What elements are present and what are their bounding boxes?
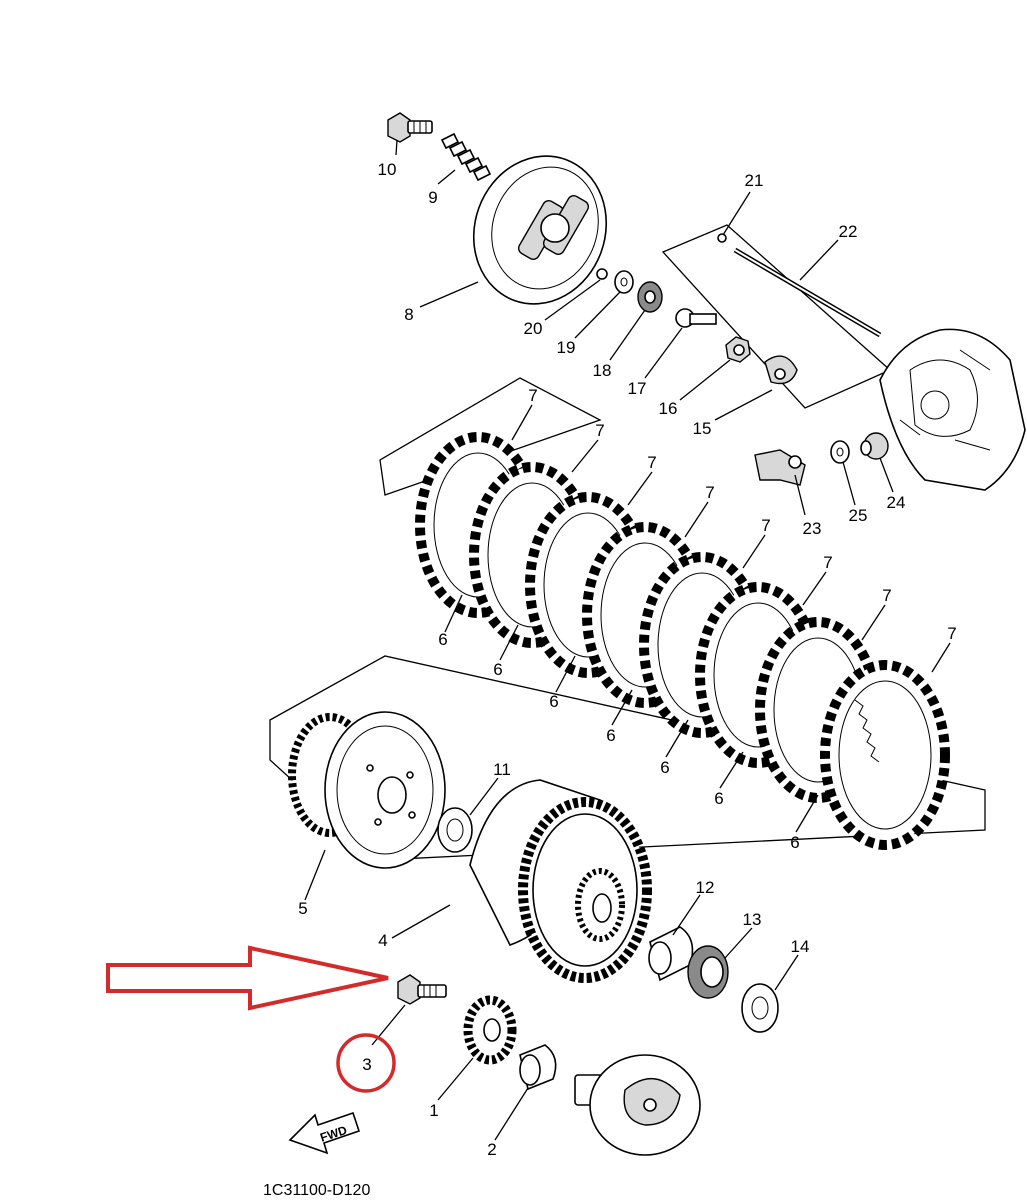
callout-6: 6 (660, 758, 669, 777)
thrust-washer-part-11 (437, 807, 473, 853)
callout-6: 6 (493, 660, 502, 679)
pressure-plate-part-8 (472, 155, 608, 305)
oil-pump-drive-assembly (574, 1054, 701, 1156)
callout-21: 21 (745, 171, 764, 190)
callout-8: 8 (404, 305, 413, 324)
callout-3: 3 (362, 1055, 371, 1074)
callout-2: 2 (487, 1140, 496, 1159)
bushing-part-24 (860, 432, 889, 460)
bearing-part-18 (637, 281, 663, 313)
callout-23: 23 (803, 519, 822, 538)
washer-part-14 (741, 983, 779, 1033)
friction-plate-7 (820, 660, 950, 850)
callout-7: 7 (882, 586, 891, 605)
callout-5: 5 (298, 899, 307, 918)
callout-25: 25 (849, 506, 868, 525)
drive-gear-part-1 (463, 995, 517, 1065)
red-highlight-circle (336, 1033, 396, 1093)
callout-1: 1 (429, 1101, 438, 1120)
callout-15: 15 (693, 419, 712, 438)
bolt-part-3 (397, 974, 447, 1005)
callout-14: 14 (791, 937, 810, 956)
leader-lines (304, 139, 951, 1141)
callout-labels: 10 9 8 20 19 18 17 16 15 21 22 23 25 24 … (298, 160, 956, 1159)
lever-part-15 (764, 355, 798, 385)
needle-bearing-part-13 (687, 945, 729, 999)
callout-19: 19 (557, 338, 576, 357)
crankcase-fragment (879, 328, 1026, 491)
callout-13: 13 (743, 910, 762, 929)
callout-17: 17 (628, 379, 647, 398)
callout-12: 12 (696, 878, 715, 897)
clutch-housing-part-4 (469, 779, 652, 983)
callout-7: 7 (823, 553, 832, 572)
washer-part-25 (830, 440, 850, 464)
collar-part-2 (519, 1044, 557, 1091)
spring-part-9 (440, 132, 492, 182)
callout-7: 7 (705, 483, 714, 502)
callout-18: 18 (593, 361, 612, 380)
clutch-plate-stack (415, 432, 950, 850)
bolt-part-10 (387, 112, 433, 143)
oring-part-21 (717, 233, 727, 243)
callout-7: 7 (947, 624, 956, 643)
push-rod-part-17 (675, 308, 717, 328)
diagram-code: 1C31100-D120 (263, 1182, 370, 1199)
plates-group-frame (379, 377, 602, 496)
lever-shaft-part-23 (754, 449, 806, 486)
spacer-part-12 (648, 926, 694, 982)
callout-16: 16 (659, 399, 678, 418)
callout-20: 20 (524, 319, 543, 338)
callout-7: 7 (595, 421, 604, 440)
callout-6: 6 (714, 789, 723, 808)
callout-6: 6 (790, 833, 799, 852)
callout-6: 6 (606, 726, 615, 745)
callout-7: 7 (528, 386, 537, 405)
nut-part-16 (725, 336, 751, 363)
red-highlight-arrow (106, 945, 389, 1011)
callout-22: 22 (839, 222, 858, 241)
callout-9: 9 (428, 188, 437, 207)
clutch-boss-group-frame (269, 655, 986, 861)
callout-24: 24 (887, 493, 906, 512)
callout-7: 7 (647, 453, 656, 472)
washer-part-19 (614, 270, 634, 294)
callout-7: 7 (761, 516, 770, 535)
push-rod-part-22 (733, 247, 882, 338)
primary-driven-gear-part-5 (288, 711, 446, 869)
callout-10: 10 (378, 160, 397, 179)
callout-4: 4 (378, 931, 387, 950)
fwd-arrow (288, 1111, 361, 1155)
callout-6: 6 (438, 630, 447, 649)
callout-6: 6 (549, 692, 558, 711)
circlip-part-20 (596, 268, 608, 280)
callout-11: 11 (493, 760, 511, 779)
